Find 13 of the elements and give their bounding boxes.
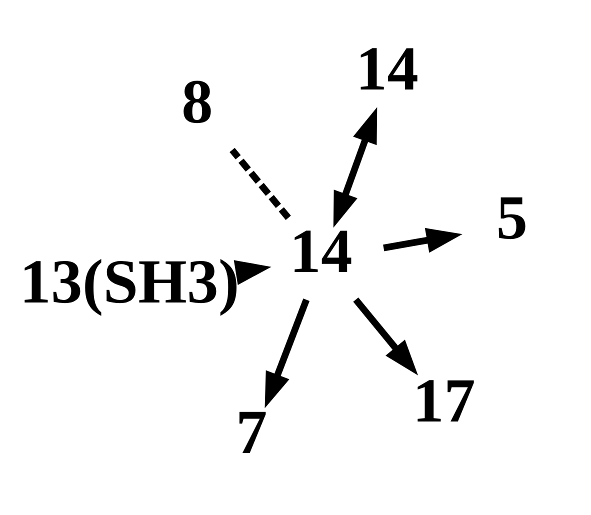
node-text: 17: [412, 365, 476, 436]
node-text: 13(SH3): [20, 246, 240, 316]
arrow: [353, 296, 418, 375]
node-text: 7: [236, 396, 268, 466]
node-text: 14: [356, 33, 419, 104]
arrow: [383, 227, 462, 252]
arrow: [234, 260, 272, 284]
arrow: [264, 298, 310, 408]
arrow: [333, 106, 378, 228]
node-text: 5: [496, 182, 528, 252]
connector: [230, 147, 291, 220]
node-text: 8: [182, 66, 213, 136]
node-text: 14: [290, 215, 352, 286]
